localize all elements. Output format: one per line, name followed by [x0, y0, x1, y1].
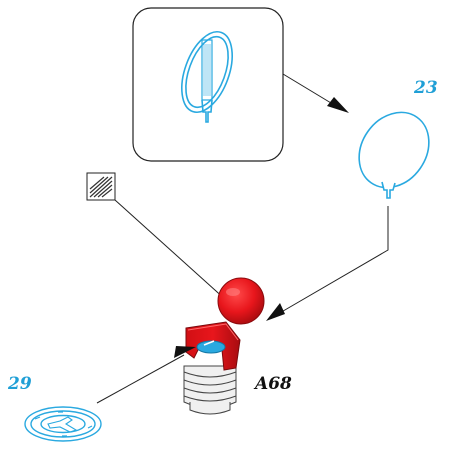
- arrow-disc-to-cap: [96, 346, 196, 404]
- blue-ring-part: [358, 111, 430, 199]
- step-number-29: 29: [7, 374, 32, 394]
- arrow-ring-to-cap: [266, 206, 389, 321]
- red-cap: [185, 321, 241, 371]
- arrow-frame-to-ring: [282, 73, 349, 113]
- ring-part-detail-icon: [181, 31, 233, 123]
- part-code-A68: A68: [253, 374, 292, 394]
- detail-frame: [132, 7, 284, 162]
- step-number-23: 23: [413, 78, 438, 98]
- swatch-leader-line: [114, 199, 227, 301]
- bottle-body: [183, 365, 237, 415]
- red-ball: [217, 277, 265, 325]
- hatched-material-swatch-icon: [86, 172, 116, 201]
- blue-disc-part: [24, 406, 102, 442]
